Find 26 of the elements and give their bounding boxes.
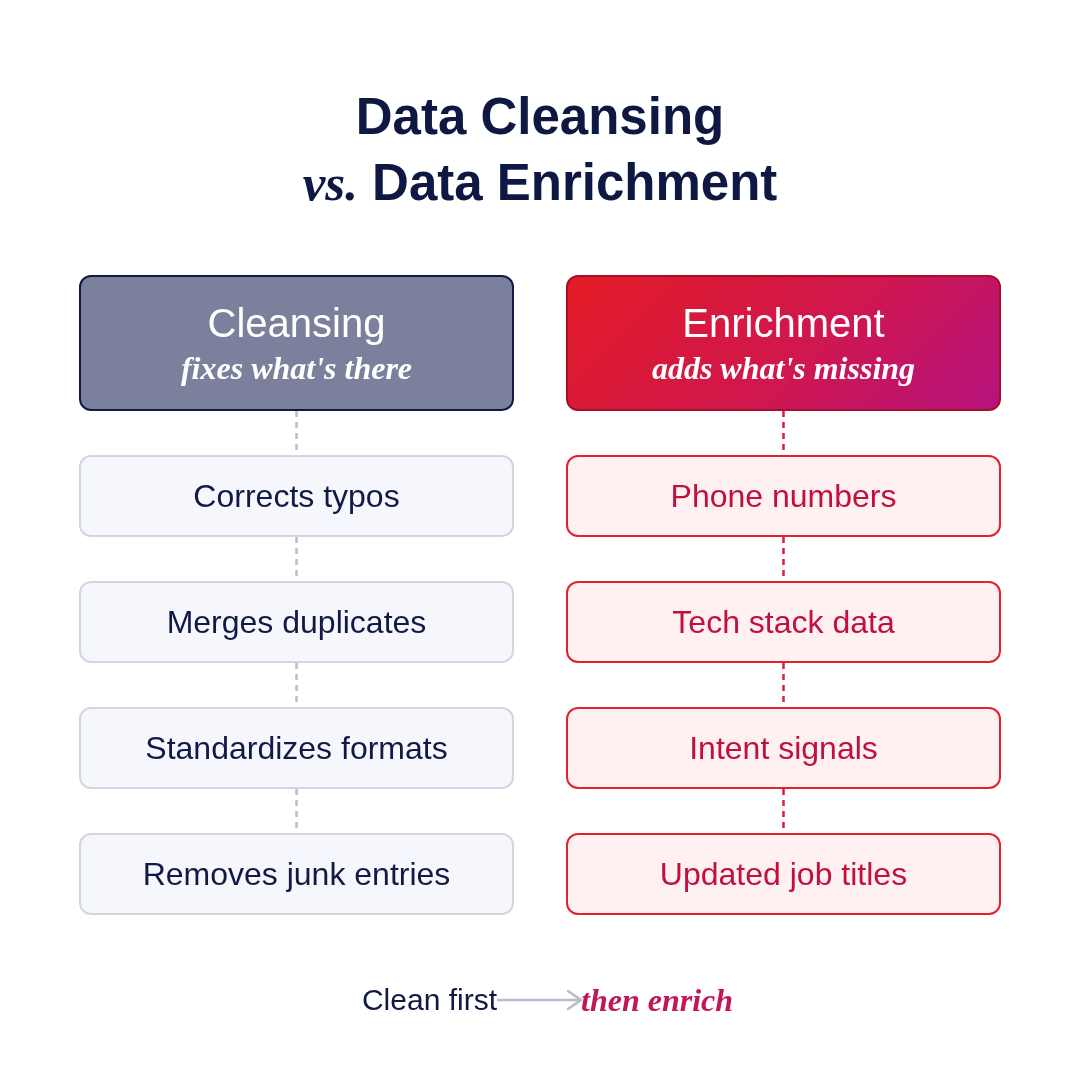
- title: Data Cleansing vs. Data Enrichment: [302, 87, 778, 213]
- column-header-card: [566, 275, 1001, 411]
- item-card: [79, 833, 514, 915]
- item-card: [566, 833, 1001, 915]
- step-label: Clean first: [361, 978, 497, 1022]
- arrow: [497, 989, 583, 1011]
- item-card: [79, 455, 514, 537]
- item-card: [79, 581, 514, 663]
- item-label: Phone numbers: [670, 477, 897, 516]
- item-label: Standardizes formats: [145, 729, 448, 768]
- step-label: then enrich: [581, 978, 734, 1022]
- column-heading: Enrichment: [682, 300, 885, 347]
- item-label: Merges duplicates: [166, 603, 427, 642]
- item-label: Updated job titles: [659, 855, 908, 894]
- column-subheading: fixes what's there: [180, 349, 413, 387]
- column-subheading: adds what's missing: [651, 349, 916, 387]
- column-heading: Cleansing: [207, 300, 386, 347]
- item-card: [79, 707, 514, 789]
- item-card: [566, 581, 1001, 663]
- item-card: [566, 707, 1001, 789]
- item-label: Intent signals: [689, 729, 878, 768]
- column-header-card: [79, 275, 514, 411]
- item-card: [566, 455, 1001, 537]
- item-label: Removes junk entries: [142, 855, 451, 894]
- item-label: Tech stack data: [672, 603, 895, 642]
- item-label: Corrects typos: [193, 477, 400, 516]
